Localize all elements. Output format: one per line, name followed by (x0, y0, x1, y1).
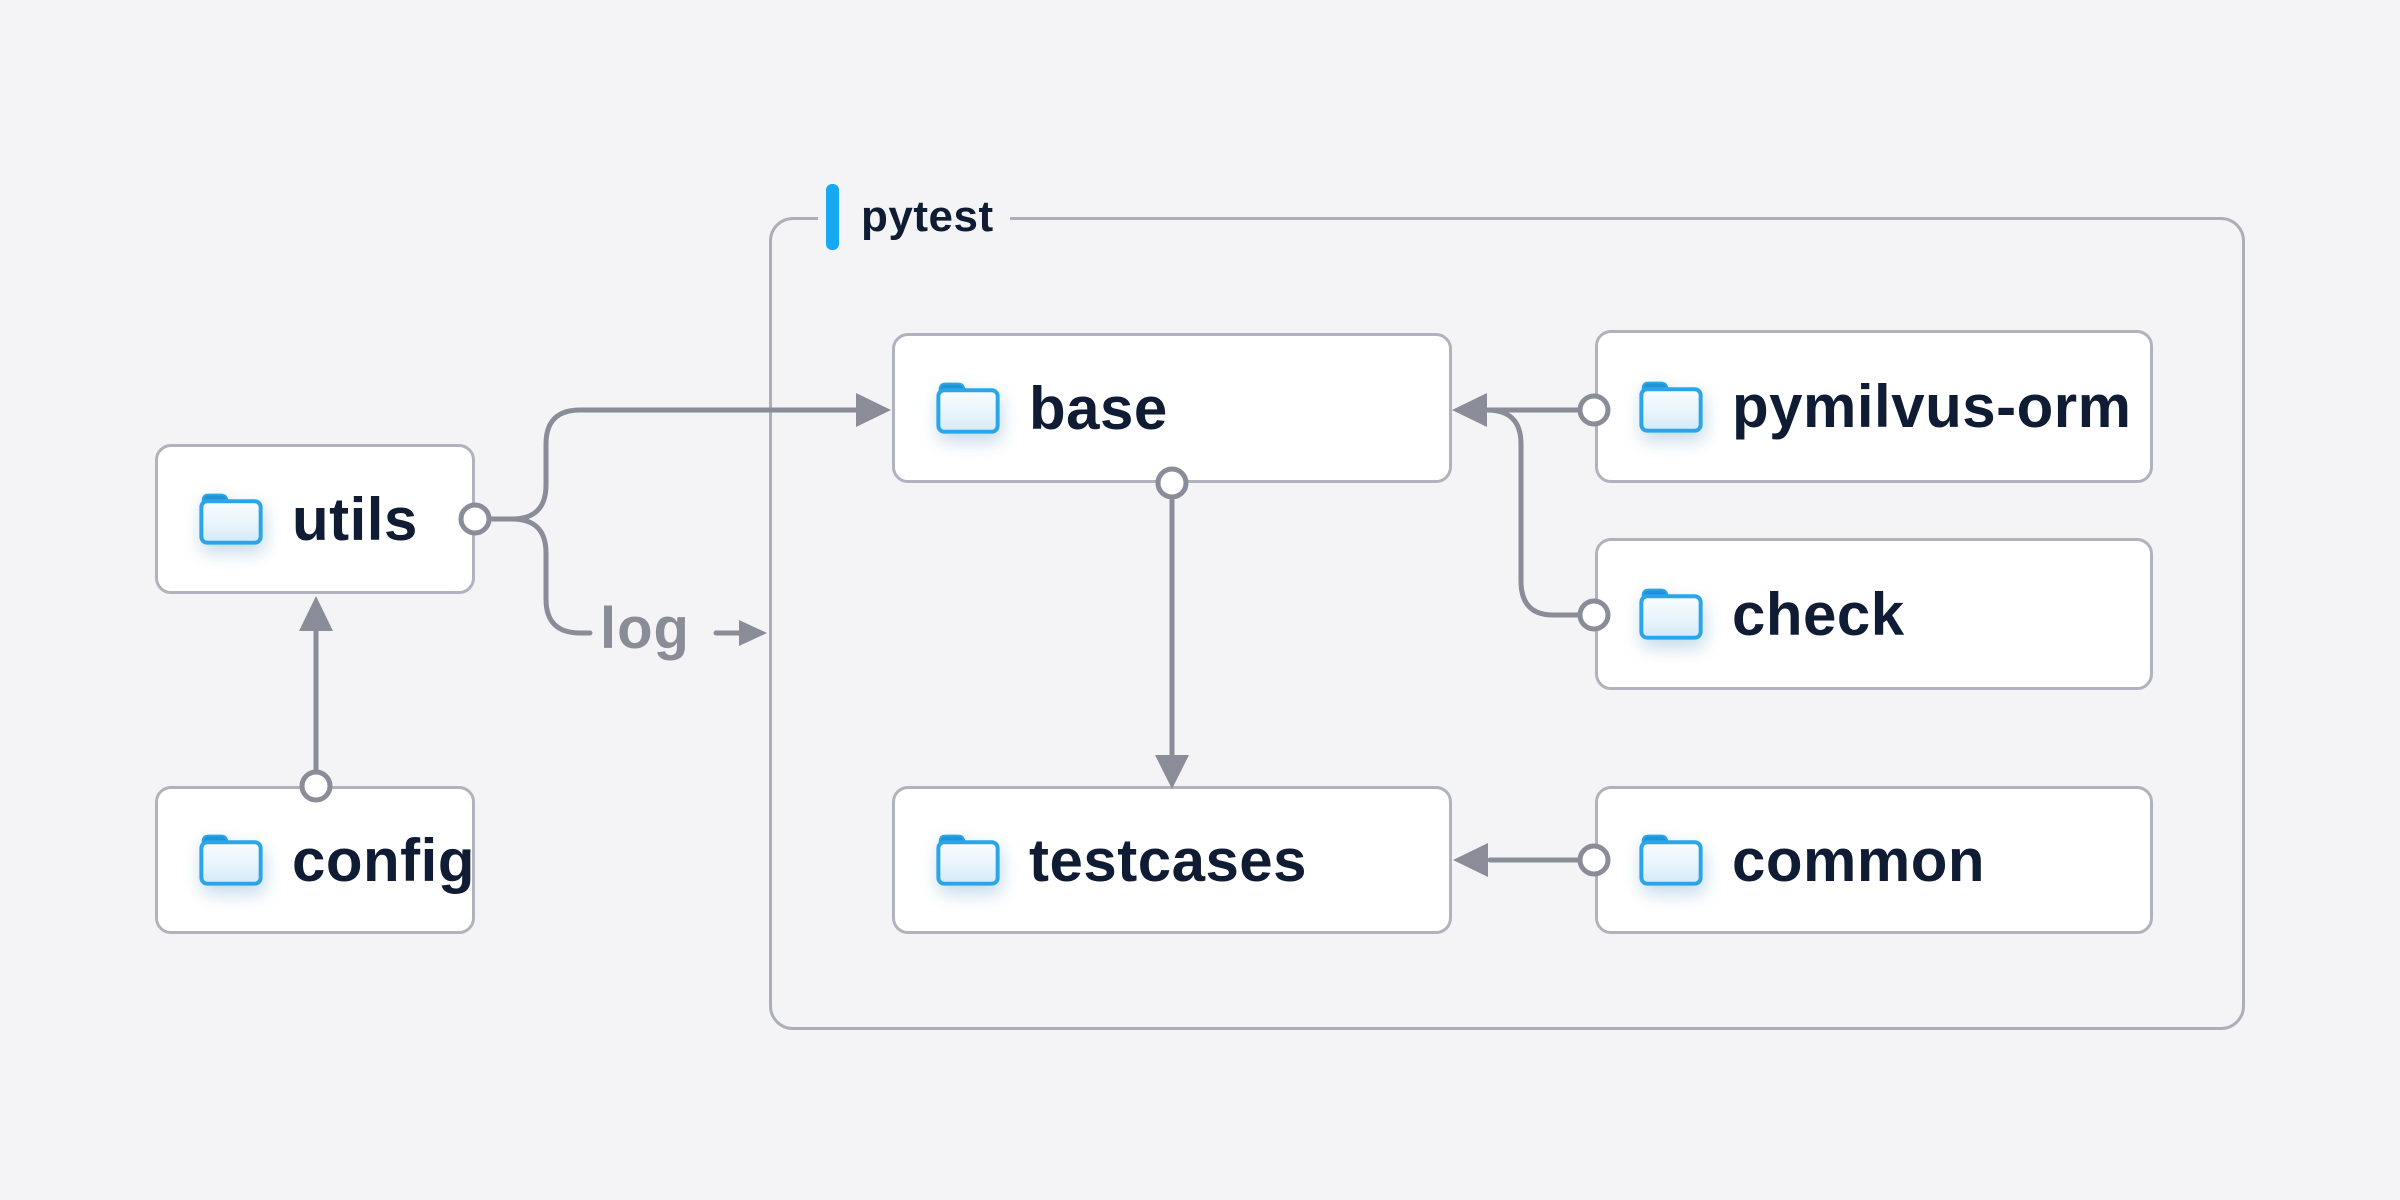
folder-icon (1638, 833, 1704, 887)
accent-bar-icon (826, 184, 839, 250)
arrowhead-up-utils (299, 596, 333, 631)
node-testcases[interactable]: testcases (892, 786, 1452, 934)
pytest-group-label: pytest (818, 183, 1010, 251)
folder-icon (1638, 380, 1704, 434)
node-testcases-label: testcases (1029, 826, 1308, 894)
node-utils[interactable]: utils (155, 444, 475, 594)
edge-label-log: log (600, 596, 690, 661)
folder-icon (935, 833, 1001, 887)
pytest-group-title: pytest (861, 192, 994, 241)
arrowhead-right-log (739, 620, 767, 646)
folder-icon (198, 492, 264, 546)
node-config-label: config (292, 826, 475, 894)
node-common-label: common (1732, 826, 1986, 894)
node-check-label: check (1732, 580, 1905, 648)
node-utils-label: utils (292, 485, 418, 553)
node-common[interactable]: common (1595, 786, 2153, 934)
node-pymilvus-orm[interactable]: pymilvus-orm (1595, 330, 2153, 483)
node-pymilvus-orm-label: pymilvus-orm (1732, 373, 2132, 440)
node-check[interactable]: check (1595, 538, 2153, 690)
folder-icon (198, 833, 264, 887)
folder-icon (1638, 587, 1704, 641)
node-config[interactable]: config (155, 786, 475, 934)
node-base-label: base (1029, 374, 1168, 442)
edge-utils-to-log (509, 516, 593, 636)
folder-icon (935, 381, 1001, 435)
node-base[interactable]: base (892, 333, 1452, 483)
pytest-group-box (769, 217, 2245, 1030)
